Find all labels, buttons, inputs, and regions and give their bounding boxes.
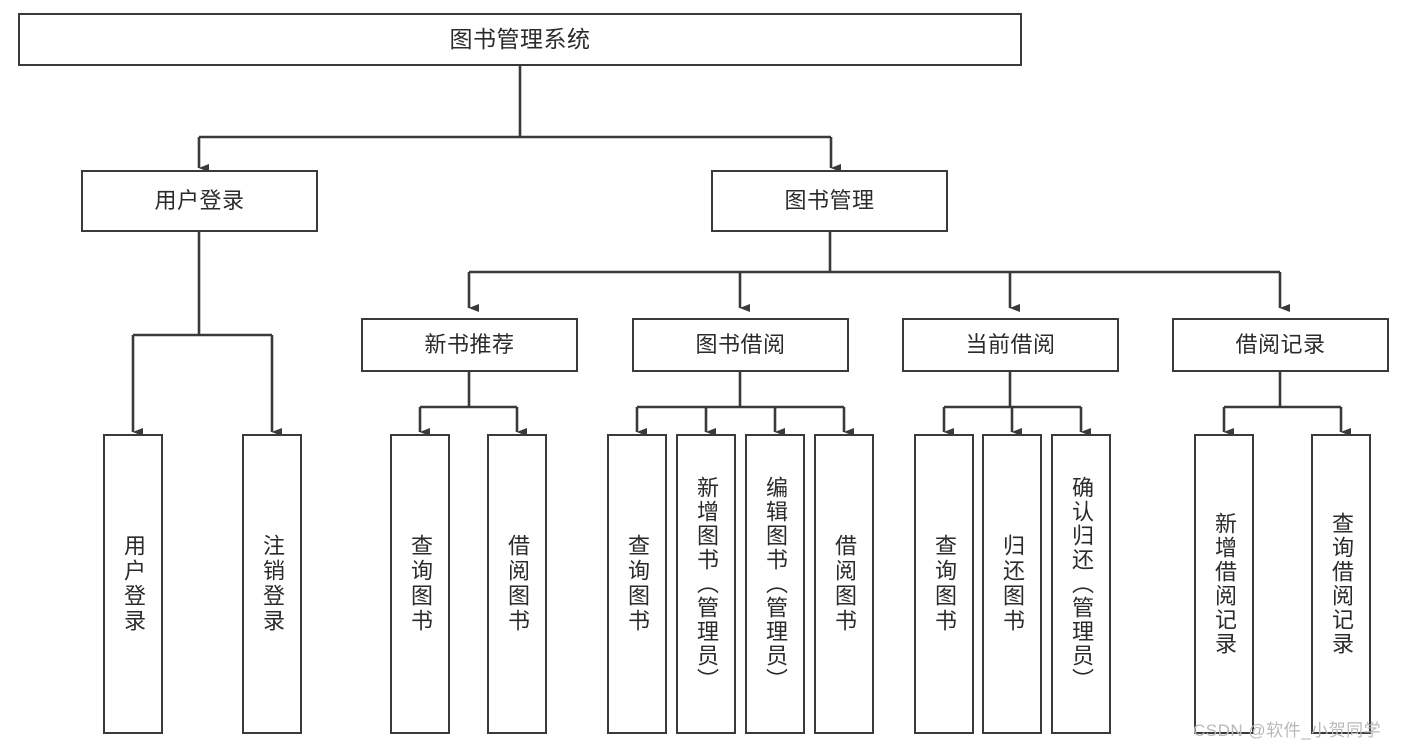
- node-leaf-query-book-3[interactable]: 查询图书: [914, 434, 974, 734]
- node-label: 借阅图书: [504, 534, 530, 634]
- node-leaf-query-book-2[interactable]: 查询图书: [607, 434, 667, 734]
- node-label: 新增借阅记录: [1211, 512, 1237, 656]
- node-label: 新增图书（管理员）: [693, 476, 719, 692]
- node-leaf-return-book[interactable]: 归还图书: [982, 434, 1042, 734]
- node-leaf-user-logout[interactable]: 注销登录: [242, 434, 302, 734]
- node-label: 借阅图书: [831, 534, 857, 634]
- node-label: 图书管理系统: [449, 25, 591, 52]
- node-leaf-add-record[interactable]: 新增借阅记录: [1194, 434, 1254, 734]
- node-label: 查询图书: [624, 534, 650, 634]
- node-label: 编辑图书（管理员）: [762, 476, 788, 692]
- node-leaf-user-login[interactable]: 用户登录: [103, 434, 163, 734]
- node-leaf-confirm-return[interactable]: 确认归还（管理员）: [1051, 434, 1111, 734]
- node-leaf-add-book[interactable]: 新增图书（管理员）: [676, 434, 736, 734]
- node-new-book-recommend[interactable]: 新书推荐: [361, 318, 578, 372]
- node-book-borrow[interactable]: 图书借阅: [632, 318, 849, 372]
- node-current-borrow[interactable]: 当前借阅: [902, 318, 1119, 372]
- node-label: 当前借阅: [965, 331, 1056, 357]
- node-leaf-query-book-1[interactable]: 查询图书: [390, 434, 450, 734]
- node-label: 查询借阅记录: [1328, 512, 1354, 656]
- node-label: 查询图书: [931, 534, 957, 634]
- node-label: 归还图书: [999, 534, 1025, 634]
- node-leaf-borrow-book-2[interactable]: 借阅图书: [814, 434, 874, 734]
- watermark-text: CSDN @软件_小贺同学: [1193, 721, 1382, 740]
- node-label: 注销登录: [259, 534, 285, 634]
- node-label: 图书借阅: [695, 331, 786, 357]
- node-leaf-query-record[interactable]: 查询借阅记录: [1311, 434, 1371, 734]
- node-label: 查询图书: [407, 534, 433, 634]
- node-label: 新书推荐: [424, 331, 515, 357]
- node-leaf-borrow-book-1[interactable]: 借阅图书: [487, 434, 547, 734]
- node-leaf-edit-book[interactable]: 编辑图书（管理员）: [745, 434, 805, 734]
- node-user-login[interactable]: 用户登录: [81, 170, 318, 232]
- node-label: 借阅记录: [1235, 331, 1326, 357]
- node-root-book-management-system[interactable]: 图书管理系统: [18, 13, 1022, 66]
- node-label: 用户登录: [154, 187, 245, 213]
- node-borrow-record[interactable]: 借阅记录: [1172, 318, 1389, 372]
- node-label: 图书管理: [784, 187, 875, 213]
- node-book-management[interactable]: 图书管理: [711, 170, 948, 232]
- node-label: 用户登录: [120, 534, 146, 634]
- node-label: 确认归还（管理员）: [1068, 476, 1094, 692]
